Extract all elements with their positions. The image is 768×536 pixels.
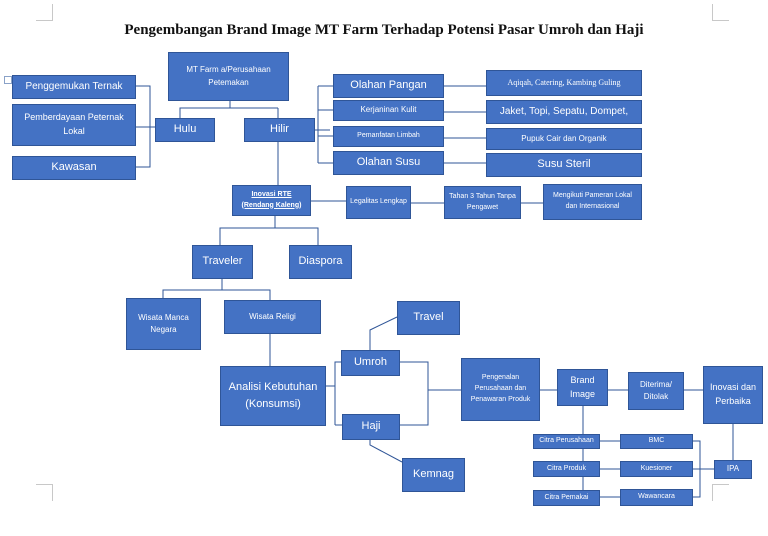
node-mt-farm[interactable]: MT Farm a/Perusahaan Petemakan <box>168 52 289 101</box>
node-pemberdayaan-peternak[interactable]: Pemberdayaan Peternak Lokal <box>12 104 136 146</box>
node-umroh[interactable]: Umroh <box>341 350 400 376</box>
diagram-title: Pengembangan Brand Image MT Farm Terhada… <box>124 22 644 38</box>
node-citra-pemakai[interactable]: Citra Pemakai <box>533 490 600 506</box>
node-citra-perusahaan[interactable]: Citra Perusahaan <box>533 434 600 449</box>
node-pemanfaatan-limbah[interactable]: Pemanfatan Limbah <box>333 126 444 147</box>
node-ipa[interactable]: IPA <box>714 460 752 479</box>
node-jaket[interactable]: Jaket, Topi, Sepatu, Dompet, <box>486 100 642 124</box>
node-kuesioner[interactable]: Kuesioner <box>620 461 693 477</box>
node-kawasan[interactable]: Kawasan <box>12 156 136 180</box>
node-aqiqah[interactable]: Aqiqah, Catering, Kambing Guling <box>486 70 642 96</box>
node-brand-image[interactable]: Brand Image <box>557 369 608 406</box>
node-olahan-susu[interactable]: Olahan Susu <box>333 151 444 175</box>
crop-mark <box>36 4 53 21</box>
node-susu-steril[interactable]: Susu Steril <box>486 153 642 177</box>
node-hilir[interactable]: Hilir <box>244 118 315 142</box>
node-legalitas[interactable]: Legalitas Lengkap <box>346 186 411 219</box>
node-inovasi-rte[interactable]: Inovasi RTE (Rendang Kaleng) <box>232 185 311 216</box>
node-haji[interactable]: Haji <box>342 414 400 440</box>
node-travel[interactable]: Travel <box>397 301 460 335</box>
node-mengikuti-pameran[interactable]: Mengikuti Pameran Lokal dan Internasiona… <box>543 184 642 220</box>
node-kerajinan-kulit[interactable]: Kerjaninan Kulit <box>333 100 444 121</box>
node-citra-produk[interactable]: Citra Produk <box>533 461 600 477</box>
node-hulu[interactable]: Hulu <box>155 118 215 142</box>
crop-mark <box>712 484 729 501</box>
layout-handle-icon[interactable] <box>4 76 12 84</box>
node-olahan-pangan[interactable]: Olahan Pangan <box>333 74 444 98</box>
node-wisata-manca-negara[interactable]: Wisata Manca Negara <box>126 298 201 350</box>
node-analisi-kebutuhan[interactable]: Analisi Kebutuhan (Konsumsi) <box>220 366 326 426</box>
inovasi-rte-subtitle: (Rendang Kaleng) <box>241 201 302 209</box>
node-pupuk[interactable]: Pupuk Cair dan Organik <box>486 128 642 150</box>
node-wawancara[interactable]: Wawancara <box>620 489 693 506</box>
node-kemnag[interactable]: Kemnag <box>402 458 465 492</box>
node-bmc[interactable]: BMC <box>620 434 693 449</box>
node-diterima-ditolak[interactable]: Diterima/ Ditolak <box>628 372 684 410</box>
node-diaspora[interactable]: Diaspora <box>289 245 352 279</box>
crop-mark <box>36 484 53 501</box>
node-pengenalan-perusahaan[interactable]: Pengenalan Perusahaan dan Penawaran Prod… <box>461 358 540 421</box>
node-penggemukan-ternak[interactable]: Penggemukan Ternak <box>12 75 136 99</box>
node-tahan-3-tahun[interactable]: Tahan 3 Tahun Tanpa Pengawet <box>444 186 521 219</box>
node-wisata-religi[interactable]: Wisata Religi <box>224 300 321 334</box>
node-traveler[interactable]: Traveler <box>192 245 253 279</box>
inovasi-rte-title: Inovasi RTE <box>251 190 292 198</box>
crop-mark <box>712 4 729 21</box>
node-inovasi-perbaikan[interactable]: Inovasi dan Perbaika <box>703 366 763 424</box>
